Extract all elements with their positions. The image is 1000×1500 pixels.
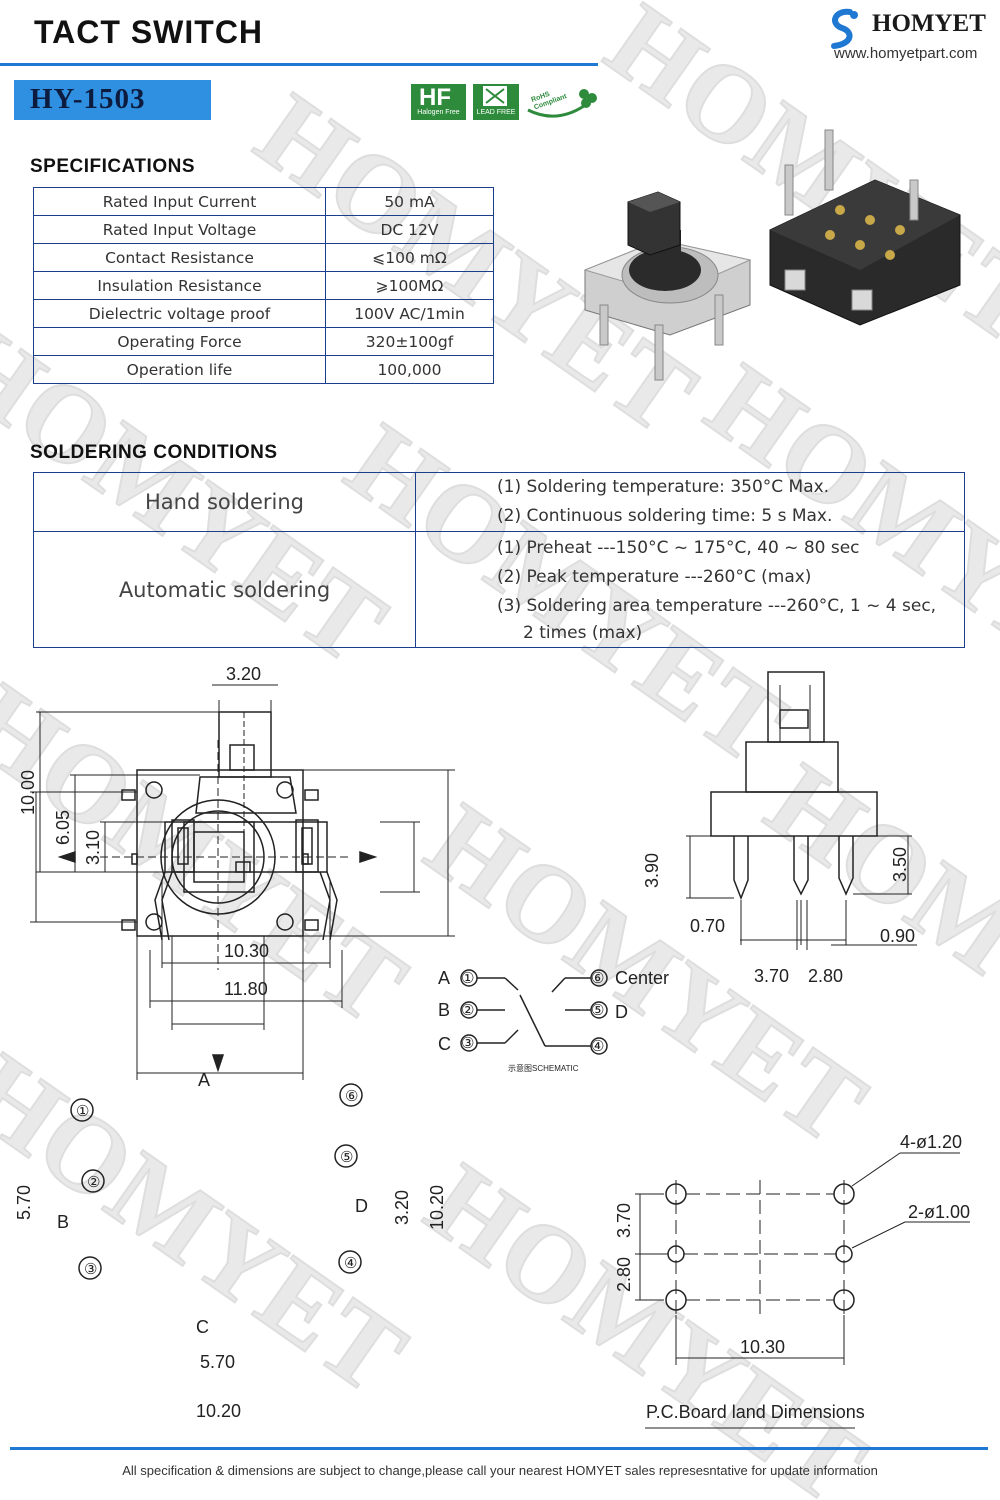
brand-name: HOMYET	[872, 10, 986, 37]
page-title: TACT SWITCH	[34, 14, 264, 50]
svg-text:⑤: ⑤	[591, 1002, 604, 1019]
svg-text:B: B	[57, 1212, 69, 1232]
svg-text:5.70: 5.70	[200, 1352, 235, 1372]
svg-text:⑤: ⑤	[340, 1149, 353, 1166]
table-row: Automatic soldering (1) Preheat ---150°C…	[33, 531, 965, 648]
model-number: HY-1503	[30, 83, 146, 115]
svg-text:0.70: 0.70	[690, 916, 725, 936]
lead-free-icon	[483, 86, 507, 106]
front-view	[36, 684, 343, 1008]
svg-text:10.20: 10.20	[196, 1401, 241, 1421]
svg-text:3.20: 3.20	[226, 664, 261, 684]
svg-text:2-ø1.00: 2-ø1.00	[908, 1202, 970, 1222]
halogen-free-badge: HF Halogen Free	[411, 84, 466, 120]
svg-text:3.50: 3.50	[890, 847, 910, 882]
svg-text:D: D	[615, 1002, 628, 1022]
svg-text:A: A	[438, 968, 450, 988]
product-photo	[583, 129, 961, 381]
svg-text:3.10: 3.10	[83, 830, 103, 865]
svg-text:3.90: 3.90	[642, 853, 662, 888]
svg-text:A: A	[198, 1070, 210, 1090]
schematic	[460, 969, 608, 1055]
clover-icon	[527, 89, 597, 118]
svg-text:④: ④	[591, 1038, 604, 1055]
svg-text:10.00: 10.00	[18, 770, 38, 815]
svg-text:P.C.Board land Dimensions: P.C.Board land Dimensions	[646, 1402, 865, 1422]
svg-text:10.20: 10.20	[427, 1185, 447, 1230]
svg-text:①: ①	[461, 970, 474, 987]
table-row: Contact Resistance⩽100 mΩ	[33, 243, 494, 272]
logo-mark-icon	[831, 8, 858, 49]
svg-text:⑥: ⑥	[345, 1088, 358, 1105]
svg-text:C: C	[196, 1317, 209, 1337]
svg-text:11.80: 11.80	[224, 979, 268, 999]
svg-text:3.70: 3.70	[614, 1203, 634, 1238]
footer-divider	[10, 1447, 988, 1450]
pcb-layout	[635, 1152, 970, 1429]
table-row: Insulation Resistance⩾100MΩ	[33, 271, 494, 300]
svg-text:Center: Center	[615, 968, 669, 988]
brand-logo: HOMYET www.homyetpart.com	[820, 6, 990, 66]
technical-drawings: 3.20 10.00 6.05 3.10 10.30 11.80 3.90 3.…	[14, 664, 970, 1429]
model-badge: HY-1503	[14, 80, 211, 120]
svg-text:C: C	[438, 1034, 451, 1054]
svg-text:10.30: 10.30	[740, 1337, 785, 1357]
svg-text:2.80: 2.80	[808, 966, 843, 986]
svg-text:5.70: 5.70	[14, 1185, 34, 1220]
svg-text:3.70: 3.70	[754, 966, 789, 986]
svg-text:④: ④	[344, 1255, 357, 1272]
svg-text:③: ③	[84, 1261, 97, 1278]
top-view	[30, 740, 455, 1280]
soldering-table: Hand soldering (1) Soldering temperature…	[33, 472, 965, 648]
svg-text:2.80: 2.80	[614, 1257, 634, 1292]
title-divider	[0, 63, 598, 66]
svg-text:⑥: ⑥	[591, 970, 604, 987]
svg-text:②: ②	[461, 1002, 474, 1019]
svg-text:③: ③	[461, 1035, 474, 1052]
svg-text:3.20: 3.20	[392, 1190, 412, 1225]
svg-text:D: D	[355, 1196, 368, 1216]
svg-text:4-ø1.20: 4-ø1.20	[900, 1132, 962, 1152]
table-row: Hand soldering (1) Soldering temperature…	[33, 472, 965, 532]
footer-note: All specification & dimensions are subje…	[122, 1463, 878, 1478]
website-link[interactable]: www.homyetpart.com	[834, 45, 978, 62]
svg-text:10.30: 10.30	[224, 941, 269, 961]
svg-text:0.90: 0.90	[880, 926, 915, 946]
soldering-heading: SOLDERING CONDITIONS	[30, 442, 278, 463]
specifications-heading: SPECIFICATIONS	[30, 156, 195, 177]
svg-text:6.05: 6.05	[53, 810, 73, 845]
svg-text:①: ①	[76, 1103, 89, 1120]
lead-free-badge: LEAD FREE	[473, 84, 519, 120]
svg-text:②: ②	[87, 1174, 100, 1191]
rohs-badge: RoHS Compliant	[526, 84, 600, 120]
svg-text:B: B	[438, 1000, 450, 1020]
side-view	[686, 671, 917, 950]
svg-text:示意图SCHEMATIC: 示意图SCHEMATIC	[508, 1063, 579, 1073]
